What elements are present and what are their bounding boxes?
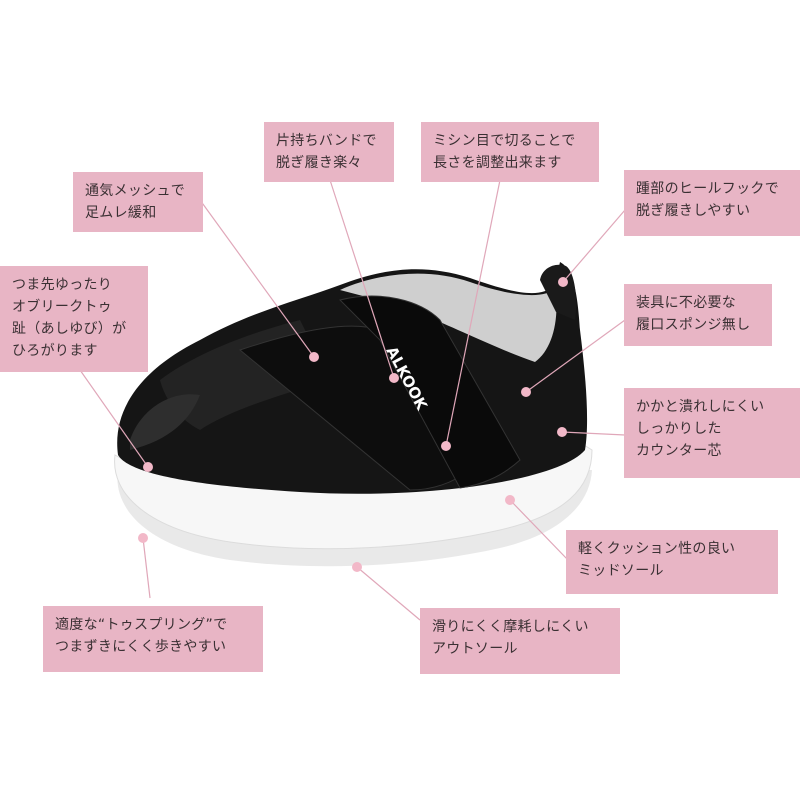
callout-line: かかと潰れしにくい xyxy=(636,399,765,415)
callout-line: つま先ゆったり xyxy=(12,277,113,293)
callout-line: ひろがります xyxy=(12,343,98,359)
callout-toe-spring: 適度な“トゥスプリング”で つまずきにくく歩きやすい xyxy=(43,606,263,672)
callout-toe: つま先ゆったり オブリークトゥ 趾（あしゆび）が ひろがります xyxy=(0,266,148,372)
callout-line: 趾（あしゆび）が xyxy=(12,321,127,337)
callout-line: 足ムレ緩和 xyxy=(85,205,157,221)
rear-strap xyxy=(339,295,521,489)
callout-line: 脱ぎ履き楽々 xyxy=(276,155,362,171)
callout-line: アウトソール xyxy=(432,641,518,657)
callout-line: しっかりした xyxy=(636,421,722,437)
callout-line: カウンター芯 xyxy=(636,443,722,459)
callout-line: 適度な“トゥスプリング”で xyxy=(55,617,228,633)
callout-line: 通気メッシュで xyxy=(85,183,186,199)
callout-line: 履口スポンジ無し xyxy=(636,317,751,333)
callout-line: 滑りにくく摩耗しにくい xyxy=(432,619,589,635)
callout-line: 長さを調整出来ます xyxy=(433,155,562,171)
leader-lines xyxy=(79,179,626,621)
callout-line: 軽くクッション性の良い xyxy=(578,541,736,557)
callout-line: ミシン目で切ることで xyxy=(433,133,576,149)
callout-counter: かかと潰れしにくい しっかりした カウンター芯 xyxy=(624,388,800,478)
callout-line: つまずきにくく歩きやすい xyxy=(55,639,227,655)
callout-line: 踵部のヒールフックで xyxy=(636,181,779,197)
callout-band: 片持ちバンドで 脱ぎ履き楽々 xyxy=(264,122,394,182)
callout-line: オブリークトゥ xyxy=(12,299,113,315)
callout-line: 片持ちバンドで xyxy=(276,133,377,149)
callout-midsole: 軽くクッション性の良い ミッドソール xyxy=(566,530,778,594)
callout-line: 脱ぎ履きしやすい xyxy=(636,203,751,219)
callout-line: ミッドソール xyxy=(578,563,664,579)
callout-mesh: 通気メッシュで 足ムレ緩和 xyxy=(73,172,203,232)
callout-dots xyxy=(138,277,568,572)
callout-line: 装具に不必要な xyxy=(636,295,737,311)
callout-cut: ミシン目で切ることで 長さを調整出来ます xyxy=(421,122,599,182)
callout-sponge: 装具に不必要な 履口スポンジ無し xyxy=(624,284,772,346)
toe-highlight xyxy=(130,394,200,450)
callout-heel-hook: 踵部のヒールフックで 脱ぎ履きしやすい xyxy=(624,170,800,236)
lining xyxy=(340,273,557,362)
heel-tab xyxy=(540,264,577,320)
callout-outsole: 滑りにくく摩耗しにくい アウトソール xyxy=(420,608,620,674)
